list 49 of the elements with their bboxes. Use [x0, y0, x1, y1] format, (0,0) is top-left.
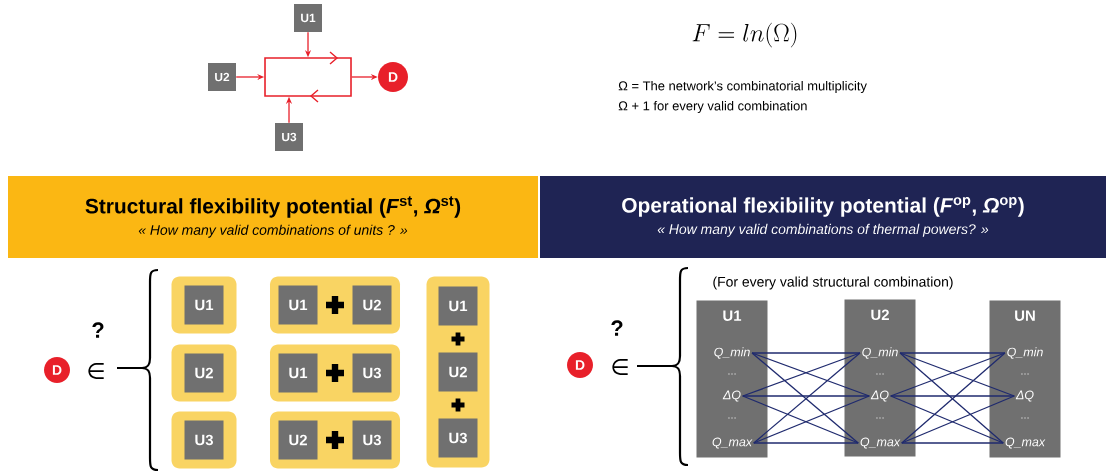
power-level-text: Q_max — [860, 437, 901, 449]
power-level-text: Q_min — [714, 347, 750, 359]
connector-line — [890, 395, 1004, 444]
connector-line — [890, 395, 1015, 397]
power-level-text: Q_max — [1005, 437, 1046, 449]
power-level-text: ΔQ — [870, 390, 889, 402]
unit-box: U1 — [294, 4, 322, 32]
definition-text: Ω = The network’s combinatorial multiplicity — [618, 80, 867, 94]
ellipsis: ... — [876, 373, 884, 375]
connector-line — [899, 352, 1006, 354]
connector-line — [901, 395, 1015, 444]
unit-box: U3 — [438, 418, 478, 458]
caption-text: (For every valid structural combination) — [713, 276, 953, 290]
power-level-text: ΔQ — [722, 390, 741, 402]
power-level-text: Q_min — [862, 347, 898, 359]
unit-box: U2 — [438, 352, 478, 392]
definition-text: Ω + 1 for every valid combination — [618, 100, 807, 114]
unit-box: U2 — [208, 63, 236, 91]
header-band: Structural flexibility potential (F$^{st}$, Ω$^{st}$) « How many valid combinations of units ? » — [8, 176, 538, 258]
ellipsis: ... — [1021, 417, 1029, 419]
connector-line — [742, 395, 859, 444]
power-level-text: Q_min — [1007, 347, 1043, 359]
unit-box: U3 — [352, 420, 392, 460]
ellipsis: ... — [728, 373, 736, 375]
ellipsis: ... — [1021, 373, 1029, 375]
unit-box: U2 — [278, 420, 318, 460]
unit-box: U2 — [184, 353, 224, 393]
power-level-text: ΔQ — [1015, 390, 1034, 402]
connector-line — [751, 352, 861, 354]
unit-box: U3 — [352, 353, 392, 393]
ellipsis: ... — [728, 417, 736, 419]
connector-line — [753, 442, 859, 444]
unit-box: U2 — [352, 285, 392, 325]
ellipsis: ... — [876, 417, 884, 419]
unit-box: U1 — [278, 353, 318, 393]
question-mark: ? — [611, 320, 623, 336]
network-loop — [264, 51, 352, 103]
header-band: Operational flexibility potential (F$^{op}$, Ω$^{op}$) « How many valid combinations of thermal powers? » — [540, 176, 1106, 258]
unit-box: U1 — [278, 285, 318, 325]
formula: $F = ln(\Omega)$ — [692, 22, 797, 48]
unit-box: U3 — [275, 123, 303, 151]
question-mark: ? — [92, 322, 104, 338]
connector-line — [753, 395, 870, 444]
power-level-text: Q_max — [712, 437, 753, 449]
connector-line — [901, 442, 1004, 444]
connector-line — [742, 395, 870, 397]
unit-box: U1 — [184, 285, 224, 325]
unit-box: U1 — [438, 286, 478, 326]
unit-box: U3 — [184, 420, 224, 460]
